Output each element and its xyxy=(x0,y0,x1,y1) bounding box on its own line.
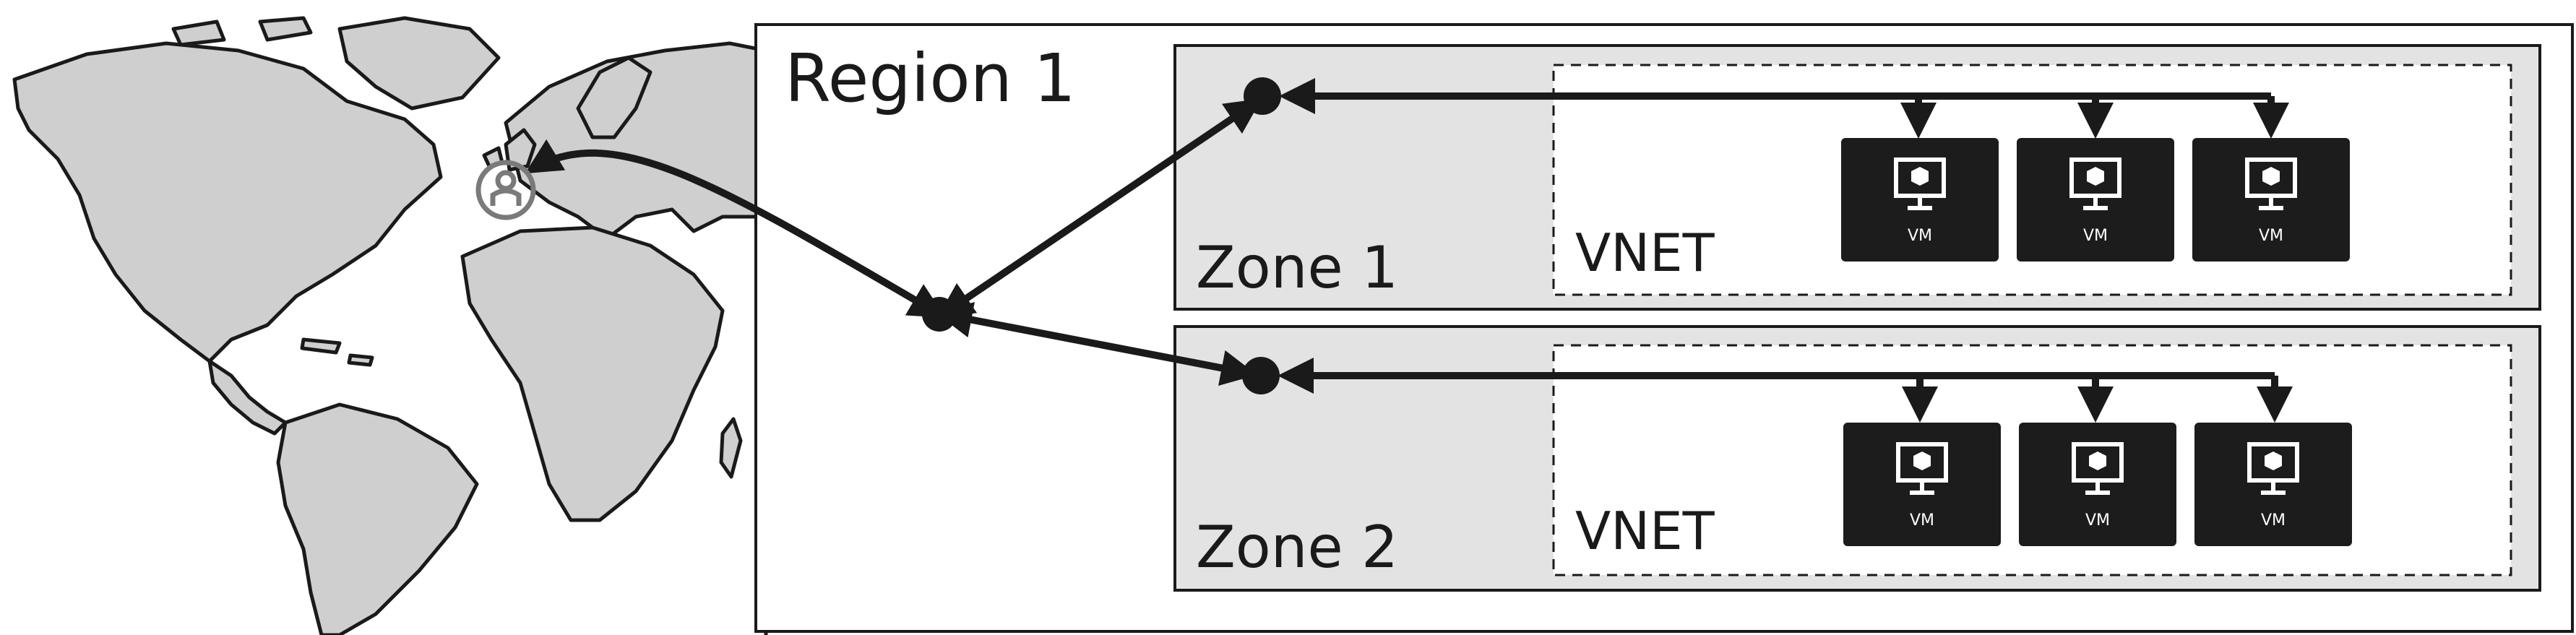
monitor-cube-icon xyxy=(1896,442,1948,495)
zone-1-label: Zone 1 xyxy=(1196,234,1398,301)
region-label: Region 1 xyxy=(785,40,1076,117)
vnet-2-label: VNET xyxy=(1575,501,1715,561)
vm-label: VM xyxy=(2085,511,2110,530)
load-balancer-node xyxy=(922,297,957,332)
user-circle-icon xyxy=(475,160,536,220)
monitor-cube-icon xyxy=(2069,157,2121,210)
vm-label: VM xyxy=(1910,511,1934,530)
vm-tile: VM xyxy=(2192,138,2350,262)
monitor-cube-icon xyxy=(1894,157,1946,210)
zone-2-label: Zone 2 xyxy=(1196,514,1398,581)
vm-tile: VM xyxy=(2194,423,2352,546)
lb-to-zone-2-connector xyxy=(936,302,1257,386)
vm-label: VM xyxy=(1908,227,1932,245)
world-map-icon xyxy=(12,16,768,635)
vm-label: VM xyxy=(2261,511,2286,530)
zone-1-node xyxy=(1244,77,1281,115)
vnet-1-label: VNET xyxy=(1575,223,1715,283)
vm-label: VM xyxy=(2083,227,2108,245)
vm-tile: VM xyxy=(1841,138,1999,262)
zone-2-vms: VM VM VM xyxy=(1843,423,2352,546)
monitor-cube-icon xyxy=(2245,157,2297,210)
lb-to-zone-1-connector xyxy=(936,98,1262,319)
vm-tile: VM xyxy=(2017,138,2174,262)
zone-2-node xyxy=(1242,357,1280,394)
vm-tile: VM xyxy=(2019,423,2176,546)
user-to-lb-connector xyxy=(525,139,946,319)
monitor-cube-icon xyxy=(2247,442,2299,495)
vm-label: VM xyxy=(2259,227,2283,245)
vm-tile: VM xyxy=(1843,423,2001,546)
monitor-cube-icon xyxy=(2072,442,2124,495)
zone-1-vms: VM VM VM xyxy=(1841,138,2350,262)
